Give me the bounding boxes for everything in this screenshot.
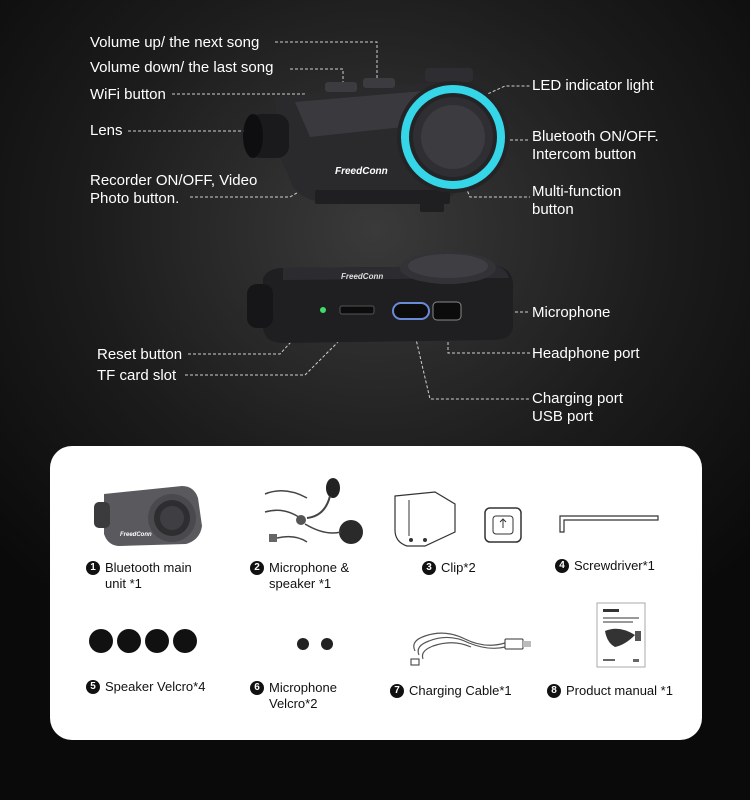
svg-text:FreedConn: FreedConn bbox=[120, 532, 152, 538]
accessory-item-2: 2 Microphone & speaker *1 bbox=[250, 560, 349, 592]
item-label-line2: speaker *1 bbox=[269, 576, 332, 591]
callout-bluetooth-button: Bluetooth ON/OFF. Intercom button bbox=[532, 128, 659, 164]
item-label-line1: Bluetooth main bbox=[105, 560, 192, 575]
callout-bluetooth-line2: Intercom button bbox=[532, 146, 637, 163]
item-number-badge: 3 bbox=[422, 561, 436, 575]
callout-microphone: Microphone bbox=[532, 304, 611, 321]
callout-lens: Lens bbox=[90, 122, 123, 139]
item-number-badge: 8 bbox=[547, 684, 561, 698]
accessory-item-8: 8 Product manual *1 bbox=[547, 683, 673, 699]
callout-recorder-line2: Photo button. bbox=[90, 190, 180, 207]
callout-charging-line2: USB port bbox=[532, 408, 593, 425]
speaker-velcro-image bbox=[89, 629, 197, 653]
callout-charging-port: Charging port USB port bbox=[532, 390, 623, 426]
item-number-badge: 2 bbox=[250, 561, 264, 575]
item-label-line1: Speaker Velcro*4 bbox=[105, 679, 206, 694]
item-label-line1: Microphone bbox=[269, 680, 337, 695]
accessory-item-3: 3 Clip*2 bbox=[422, 560, 476, 576]
item-label-line2: Velcro*2 bbox=[269, 696, 318, 711]
item-label-line1: Charging Cable*1 bbox=[409, 683, 512, 698]
callout-wifi-button: WiFi button bbox=[90, 86, 166, 103]
main-unit-side-illustration: FreedConn bbox=[247, 252, 513, 343]
callout-multi-function-button: Multi-function button bbox=[532, 183, 621, 219]
brand-logo: FreedConn bbox=[335, 166, 388, 177]
callout-reset-button: Reset button bbox=[97, 346, 183, 363]
item-label-line1: Clip*2 bbox=[441, 560, 476, 575]
callout-led-indicator: LED indicator light bbox=[532, 77, 654, 94]
item-label-line1: Screwdriver*1 bbox=[574, 558, 655, 573]
callout-tf-card-slot: TF card slot bbox=[97, 367, 177, 384]
callout-recorder-button: Recorder ON/OFF, Video Photo button. bbox=[90, 172, 257, 208]
item-label-line1: Microphone & bbox=[269, 560, 350, 575]
callout-volume-down: Volume down/ the last song bbox=[90, 59, 274, 76]
item-number-badge: 6 bbox=[250, 681, 264, 695]
microphone-speaker-image bbox=[264, 478, 363, 544]
callout-headphone-port: Headphone port bbox=[532, 345, 640, 362]
brand-logo-side: FreedConn bbox=[341, 272, 383, 281]
accessory-item-4: 4 Screwdriver*1 bbox=[555, 558, 655, 574]
callout-volume-up: Volume up/ the next song bbox=[90, 34, 260, 51]
item-label-line2: unit *1 bbox=[105, 576, 142, 591]
charging-cable-image bbox=[410, 632, 531, 666]
callout-recorder-line1: Recorder ON/OFF, Video bbox=[90, 172, 258, 189]
bluetooth-main-unit-image: FreedConn bbox=[94, 486, 202, 546]
package-contents-panel: FreedConn bbox=[50, 446, 702, 740]
product-manual-image bbox=[596, 602, 646, 668]
product-diagram: FreedConn FreedConn Volume up/ the next … bbox=[90, 34, 659, 426]
screwdriver-image bbox=[559, 515, 659, 533]
clip-image bbox=[394, 491, 522, 547]
item-number-badge: 7 bbox=[390, 684, 404, 698]
callout-multi-line2: button bbox=[532, 201, 574, 218]
item-number-badge: 1 bbox=[86, 561, 100, 575]
accessory-item-1: 1 Bluetooth main unit *1 bbox=[86, 560, 192, 592]
accessory-item-6: 6 Microphone Velcro*2 bbox=[250, 680, 337, 712]
item-label-line1: Product manual *1 bbox=[566, 683, 673, 698]
item-number-badge: 4 bbox=[555, 559, 569, 573]
accessory-item-7: 7 Charging Cable*1 bbox=[390, 683, 512, 699]
microphone-velcro-image bbox=[297, 638, 333, 650]
callout-bluetooth-line1: Bluetooth ON/OFF. bbox=[532, 128, 659, 145]
item-number-badge: 5 bbox=[86, 680, 100, 694]
main-unit-front-illustration: FreedConn bbox=[243, 68, 509, 212]
callout-charging-line1: Charging port bbox=[532, 390, 623, 407]
accessory-item-5: 5 Speaker Velcro*4 bbox=[86, 679, 205, 695]
callout-multi-line1: Multi-function bbox=[532, 183, 622, 200]
